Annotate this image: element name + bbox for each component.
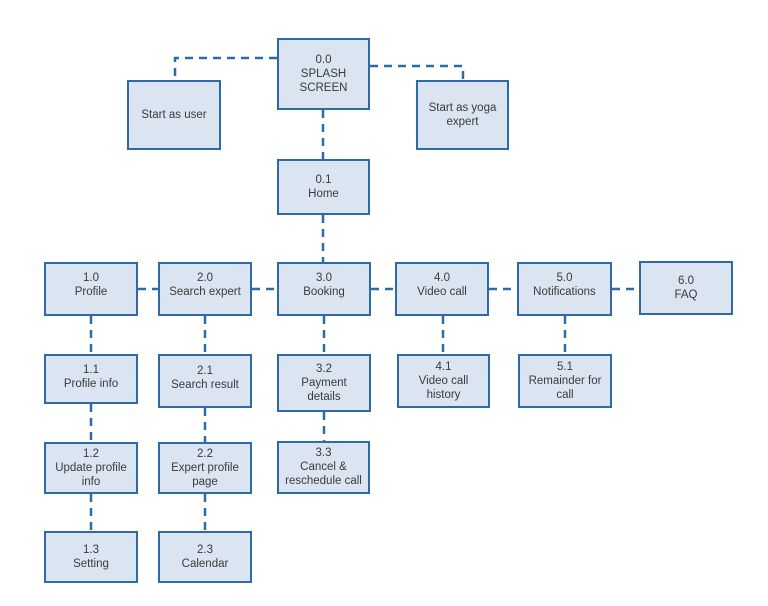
node-label: Home <box>308 188 339 200</box>
node-label: Setting <box>73 558 109 570</box>
node-label: page <box>192 476 218 488</box>
node-label: history <box>426 389 461 401</box>
node-payment-details: 3.2 Payment details <box>277 354 371 412</box>
node-label: Remainder for <box>528 375 602 387</box>
node-id: 6.0 <box>678 275 694 287</box>
connector-splash-expert <box>370 64 465 80</box>
node-label: reschedule call <box>285 475 362 487</box>
node-start-as-yoga-expert: Start as yoga expert <box>416 80 509 150</box>
node-id: 3.2 <box>316 363 332 375</box>
node-id: 3.3 <box>315 447 332 459</box>
node-label: FAQ <box>674 289 698 301</box>
node-id: 3.0 <box>316 272 332 284</box>
node-remainder-for-call: 5.1 Remainder for call <box>518 354 612 408</box>
node-video-call: 4.0 Video call <box>395 262 489 316</box>
node-label: Start as user <box>141 109 207 121</box>
node-id: 2.3 <box>197 544 213 556</box>
node-profile-info: 1.1 Profile info <box>44 354 138 404</box>
node-label: Calendar <box>181 558 229 570</box>
node-label: Expert profile <box>171 462 239 474</box>
node-id: 2.0 <box>197 272 213 284</box>
node-id: 1.1 <box>83 364 99 376</box>
node-id: 2.2 <box>197 448 213 460</box>
node-label: call <box>556 389 574 401</box>
node-id: 5.1 <box>557 361 573 373</box>
node-label: Profile info <box>63 378 119 390</box>
node-label: SPLASH <box>300 68 347 80</box>
node-start-as-user: Start as user <box>127 80 221 150</box>
node-cancel-reschedule-call: 3.3 Cancel & reschedule call <box>277 441 370 494</box>
node-id: 5.0 <box>556 272 573 284</box>
node-id: 0.1 <box>315 174 332 186</box>
node-search-expert: 2.0 Search expert <box>158 262 252 316</box>
node-update-profile-info: 1.2 Update profile info <box>44 442 138 494</box>
node-setting: 1.3 Setting <box>44 531 138 583</box>
node-id: 1.3 <box>83 544 99 556</box>
node-id: 4.0 <box>434 272 450 284</box>
node-video-call-history: 4.1 Video call history <box>397 354 490 408</box>
connector-splash-user <box>173 56 277 80</box>
node-label: Video call <box>417 286 467 298</box>
node-notifications: 5.0 Notifications <box>517 262 612 316</box>
node-splash-screen: 0.0 SPLASH SCREEN <box>277 38 370 110</box>
node-label: Update profile <box>55 462 127 474</box>
node-label: Profile <box>74 286 108 298</box>
node-label: expert <box>446 116 479 128</box>
node-booking: 3.0 Booking <box>277 262 371 316</box>
node-label: Search result <box>171 379 239 391</box>
node-id: 1.2 <box>83 448 99 460</box>
node-label: Video call <box>418 375 469 387</box>
node-label: SCREEN <box>299 82 348 94</box>
node-calendar: 2.3 Calendar <box>158 531 252 583</box>
node-label: Cancel & <box>300 461 347 473</box>
node-id: 1.0 <box>83 272 99 284</box>
node-faq: 6.0 FAQ <box>639 261 733 315</box>
node-profile: 1.0 Profile <box>44 262 138 316</box>
node-expert-profile-page: 2.2 Expert profile page <box>158 442 252 494</box>
node-id: 0.0 <box>315 54 332 66</box>
node-home: 0.1 Home <box>277 159 370 215</box>
node-label: info <box>81 476 101 488</box>
node-label: Start as yoga <box>428 102 497 114</box>
node-label: Booking <box>303 286 345 298</box>
node-label: Search expert <box>169 286 241 298</box>
node-search-result: 2.1 Search result <box>158 354 252 408</box>
node-id: 2.1 <box>197 365 213 377</box>
node-id: 4.1 <box>435 361 452 373</box>
node-label: Payment <box>301 377 347 389</box>
node-label: details <box>307 391 341 403</box>
node-label: Notifications <box>533 286 596 298</box>
